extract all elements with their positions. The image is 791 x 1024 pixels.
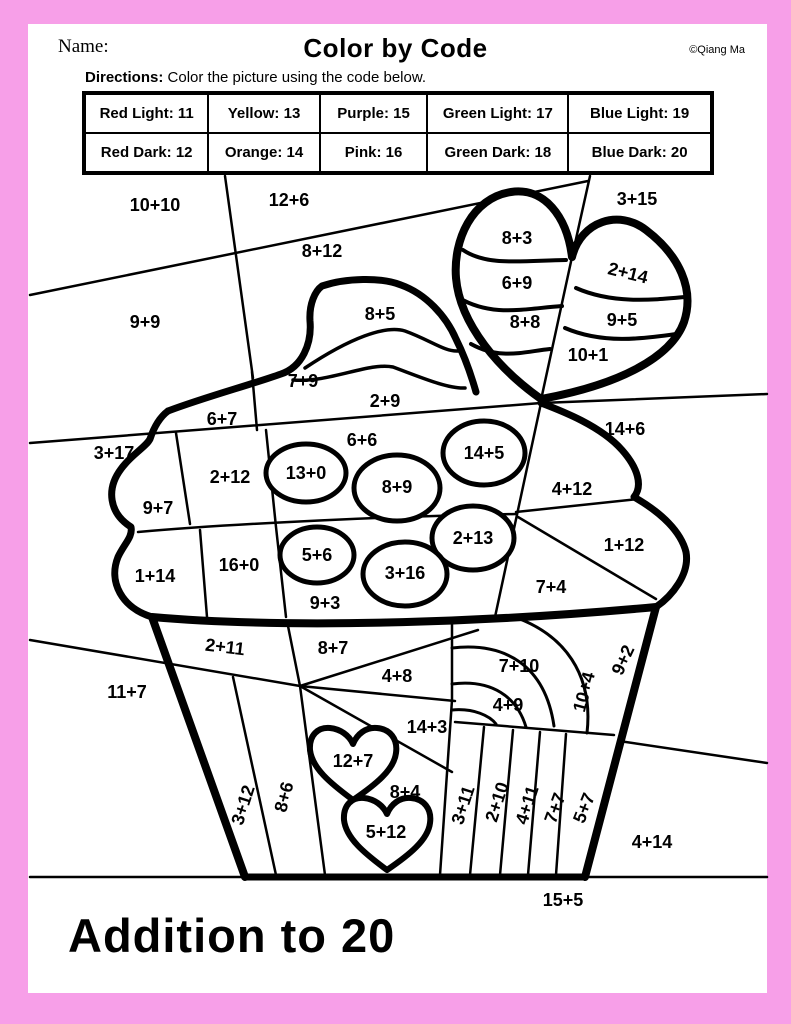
math-problem-label: 1+12: [603, 535, 645, 555]
math-problem-label: 12+7: [332, 751, 374, 771]
math-problem-label: 2+12: [209, 467, 251, 487]
page-title: Color by Code: [303, 33, 488, 63]
math-problem-label: 4+9: [492, 695, 524, 715]
math-problem-label: 3+15: [616, 189, 658, 209]
math-problem-label: 8+7: [317, 638, 349, 658]
math-problem-label: 9+5: [606, 310, 638, 330]
math-problem-label: 5+12: [365, 822, 407, 842]
math-problem-label: 7+4: [535, 577, 567, 597]
heart-balloon: [451, 174, 692, 403]
footer-title: Addition to 20: [68, 909, 396, 962]
sprinkle-ovals: [263, 418, 528, 609]
math-problem-label: 15+5: [542, 890, 584, 910]
code-cell: Pink: 16: [319, 133, 428, 172]
math-problem-label: 8+5: [364, 304, 396, 324]
math-problem-label: 10+1: [567, 345, 609, 365]
code-cell: Purple: 15: [319, 94, 428, 133]
math-problem-label: 9+2: [607, 641, 639, 679]
code-cell: Green Dark: 18: [427, 133, 569, 172]
math-problem-label: 2+13: [452, 528, 494, 548]
math-problem-label: 8+9: [381, 477, 413, 497]
directions-text: Color the picture using the code below.: [163, 69, 427, 86]
directions: Directions: Color the picture using the …: [85, 69, 426, 86]
code-cell: Red Light: 11: [85, 94, 209, 133]
math-problem-label: 7+10: [498, 656, 540, 676]
code-cell: Orange: 14: [208, 133, 320, 172]
math-problem-label: 2+14: [605, 258, 651, 288]
math-problem-label: 8+3: [501, 228, 533, 248]
code-cell: Red Dark: 12: [85, 133, 209, 172]
name-label: Name:: [58, 36, 109, 57]
math-problem-label: 11+7: [107, 682, 147, 702]
code-cell: Green Light: 17: [427, 94, 569, 133]
math-problem-label: 8+12: [301, 241, 343, 261]
math-problem-label: 1+14: [134, 566, 176, 586]
math-problem-label: 5+6: [301, 545, 333, 565]
math-problem-label: 2+10: [481, 779, 513, 825]
math-problem-label: 3+11: [447, 783, 479, 827]
math-problem-label: 6+7: [206, 409, 238, 429]
math-problem-label: 8+6: [270, 779, 298, 815]
math-problem-label: 2+9: [369, 391, 401, 411]
math-problem-label: 13+0: [285, 463, 327, 483]
math-problem-label: 12+6: [268, 190, 310, 210]
math-problem-label: 10+10: [129, 195, 181, 215]
math-problem-label: 14+5: [463, 443, 505, 463]
math-problem-label: 9+9: [129, 312, 161, 332]
directions-label: Directions:: [85, 69, 164, 86]
math-problem-label: 14+6: [604, 419, 646, 439]
math-problem-label: 4+12: [551, 479, 593, 499]
copyright-credit: ©Qiang Ma: [689, 44, 745, 56]
math-problem-label: 5+7: [569, 790, 599, 826]
math-problem-label: 6+9: [501, 273, 533, 293]
math-problem-label: 4+11: [511, 783, 543, 827]
math-problem-label: 3+17: [93, 443, 135, 463]
math-problem-label: 2+11: [204, 634, 246, 660]
math-problem-label: 16+0: [218, 555, 260, 575]
math-problem-label: 4+14: [631, 832, 673, 852]
code-cell: Blue Light: 19: [568, 94, 711, 133]
math-problem-label: 8+4: [389, 782, 421, 802]
cup-body: [28, 603, 660, 881]
cup-edges: [148, 603, 660, 881]
frosting-body: [28, 391, 691, 628]
frosting-swirl: [164, 276, 480, 432]
math-problem-label: 4+8: [381, 666, 413, 686]
math-problem-label: 14+3: [406, 717, 448, 737]
math-problem-label: 9+7: [142, 498, 174, 518]
math-problem-label: 3+16: [384, 563, 426, 583]
math-problem-label: 8+8: [509, 312, 541, 332]
small-hearts: [306, 724, 434, 873]
math-problem-label: 6+6: [346, 430, 378, 450]
math-problem-label: 7+9: [287, 371, 319, 391]
math-problem-label: 9+3: [309, 593, 341, 613]
math-problem-label: 3+12: [227, 782, 259, 828]
code-cell: Yellow: 13: [208, 94, 320, 133]
math-problem-label: 7+7: [540, 790, 570, 826]
code-cell: Blue Dark: 20: [568, 133, 711, 172]
math-problem-label: 10+4: [569, 669, 599, 715]
